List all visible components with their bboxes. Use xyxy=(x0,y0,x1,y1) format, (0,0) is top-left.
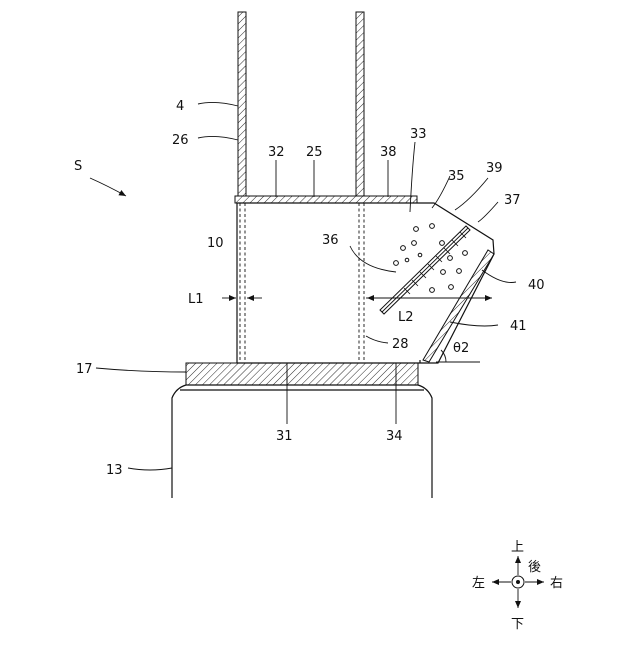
dir-right: 右 xyxy=(550,576,563,591)
label-39: 39 xyxy=(486,161,503,176)
pipe-left xyxy=(238,12,246,196)
label-theta: θ2 xyxy=(453,341,469,356)
label-13: 13 xyxy=(106,463,123,478)
label-31: 31 xyxy=(276,429,293,444)
dir-down: 下 xyxy=(511,617,524,632)
label-28: 28 xyxy=(392,337,409,352)
base-plate xyxy=(186,363,418,385)
label-41: 41 xyxy=(510,319,527,334)
label-38: 38 xyxy=(380,145,397,160)
label-37: 37 xyxy=(504,193,521,208)
direction-center-dot xyxy=(516,580,520,584)
top-plate xyxy=(235,196,417,203)
label-40: 40 xyxy=(528,278,545,293)
dir-left: 左 xyxy=(472,576,485,591)
pipe-right xyxy=(356,12,364,196)
label-34: 34 xyxy=(386,429,403,444)
dir-up: 上 xyxy=(511,540,524,555)
label-s: S xyxy=(74,159,82,174)
label-10: 10 xyxy=(207,236,224,251)
holes xyxy=(394,224,468,293)
label-32: 32 xyxy=(268,145,285,160)
label-26: 26 xyxy=(172,133,189,148)
label-l2: L2 xyxy=(398,310,414,325)
label-17: 17 xyxy=(76,362,93,377)
dir-back: 後 xyxy=(528,560,541,575)
label-35: 35 xyxy=(448,169,465,184)
label-36: 36 xyxy=(322,233,339,248)
main-body xyxy=(237,203,494,363)
label-33: 33 xyxy=(410,127,427,142)
direction-indicator: 上 下 左 右 後 xyxy=(472,540,563,632)
label-l1: L1 xyxy=(188,292,204,307)
label-25: 25 xyxy=(306,145,323,160)
label-4: 4 xyxy=(176,99,184,114)
